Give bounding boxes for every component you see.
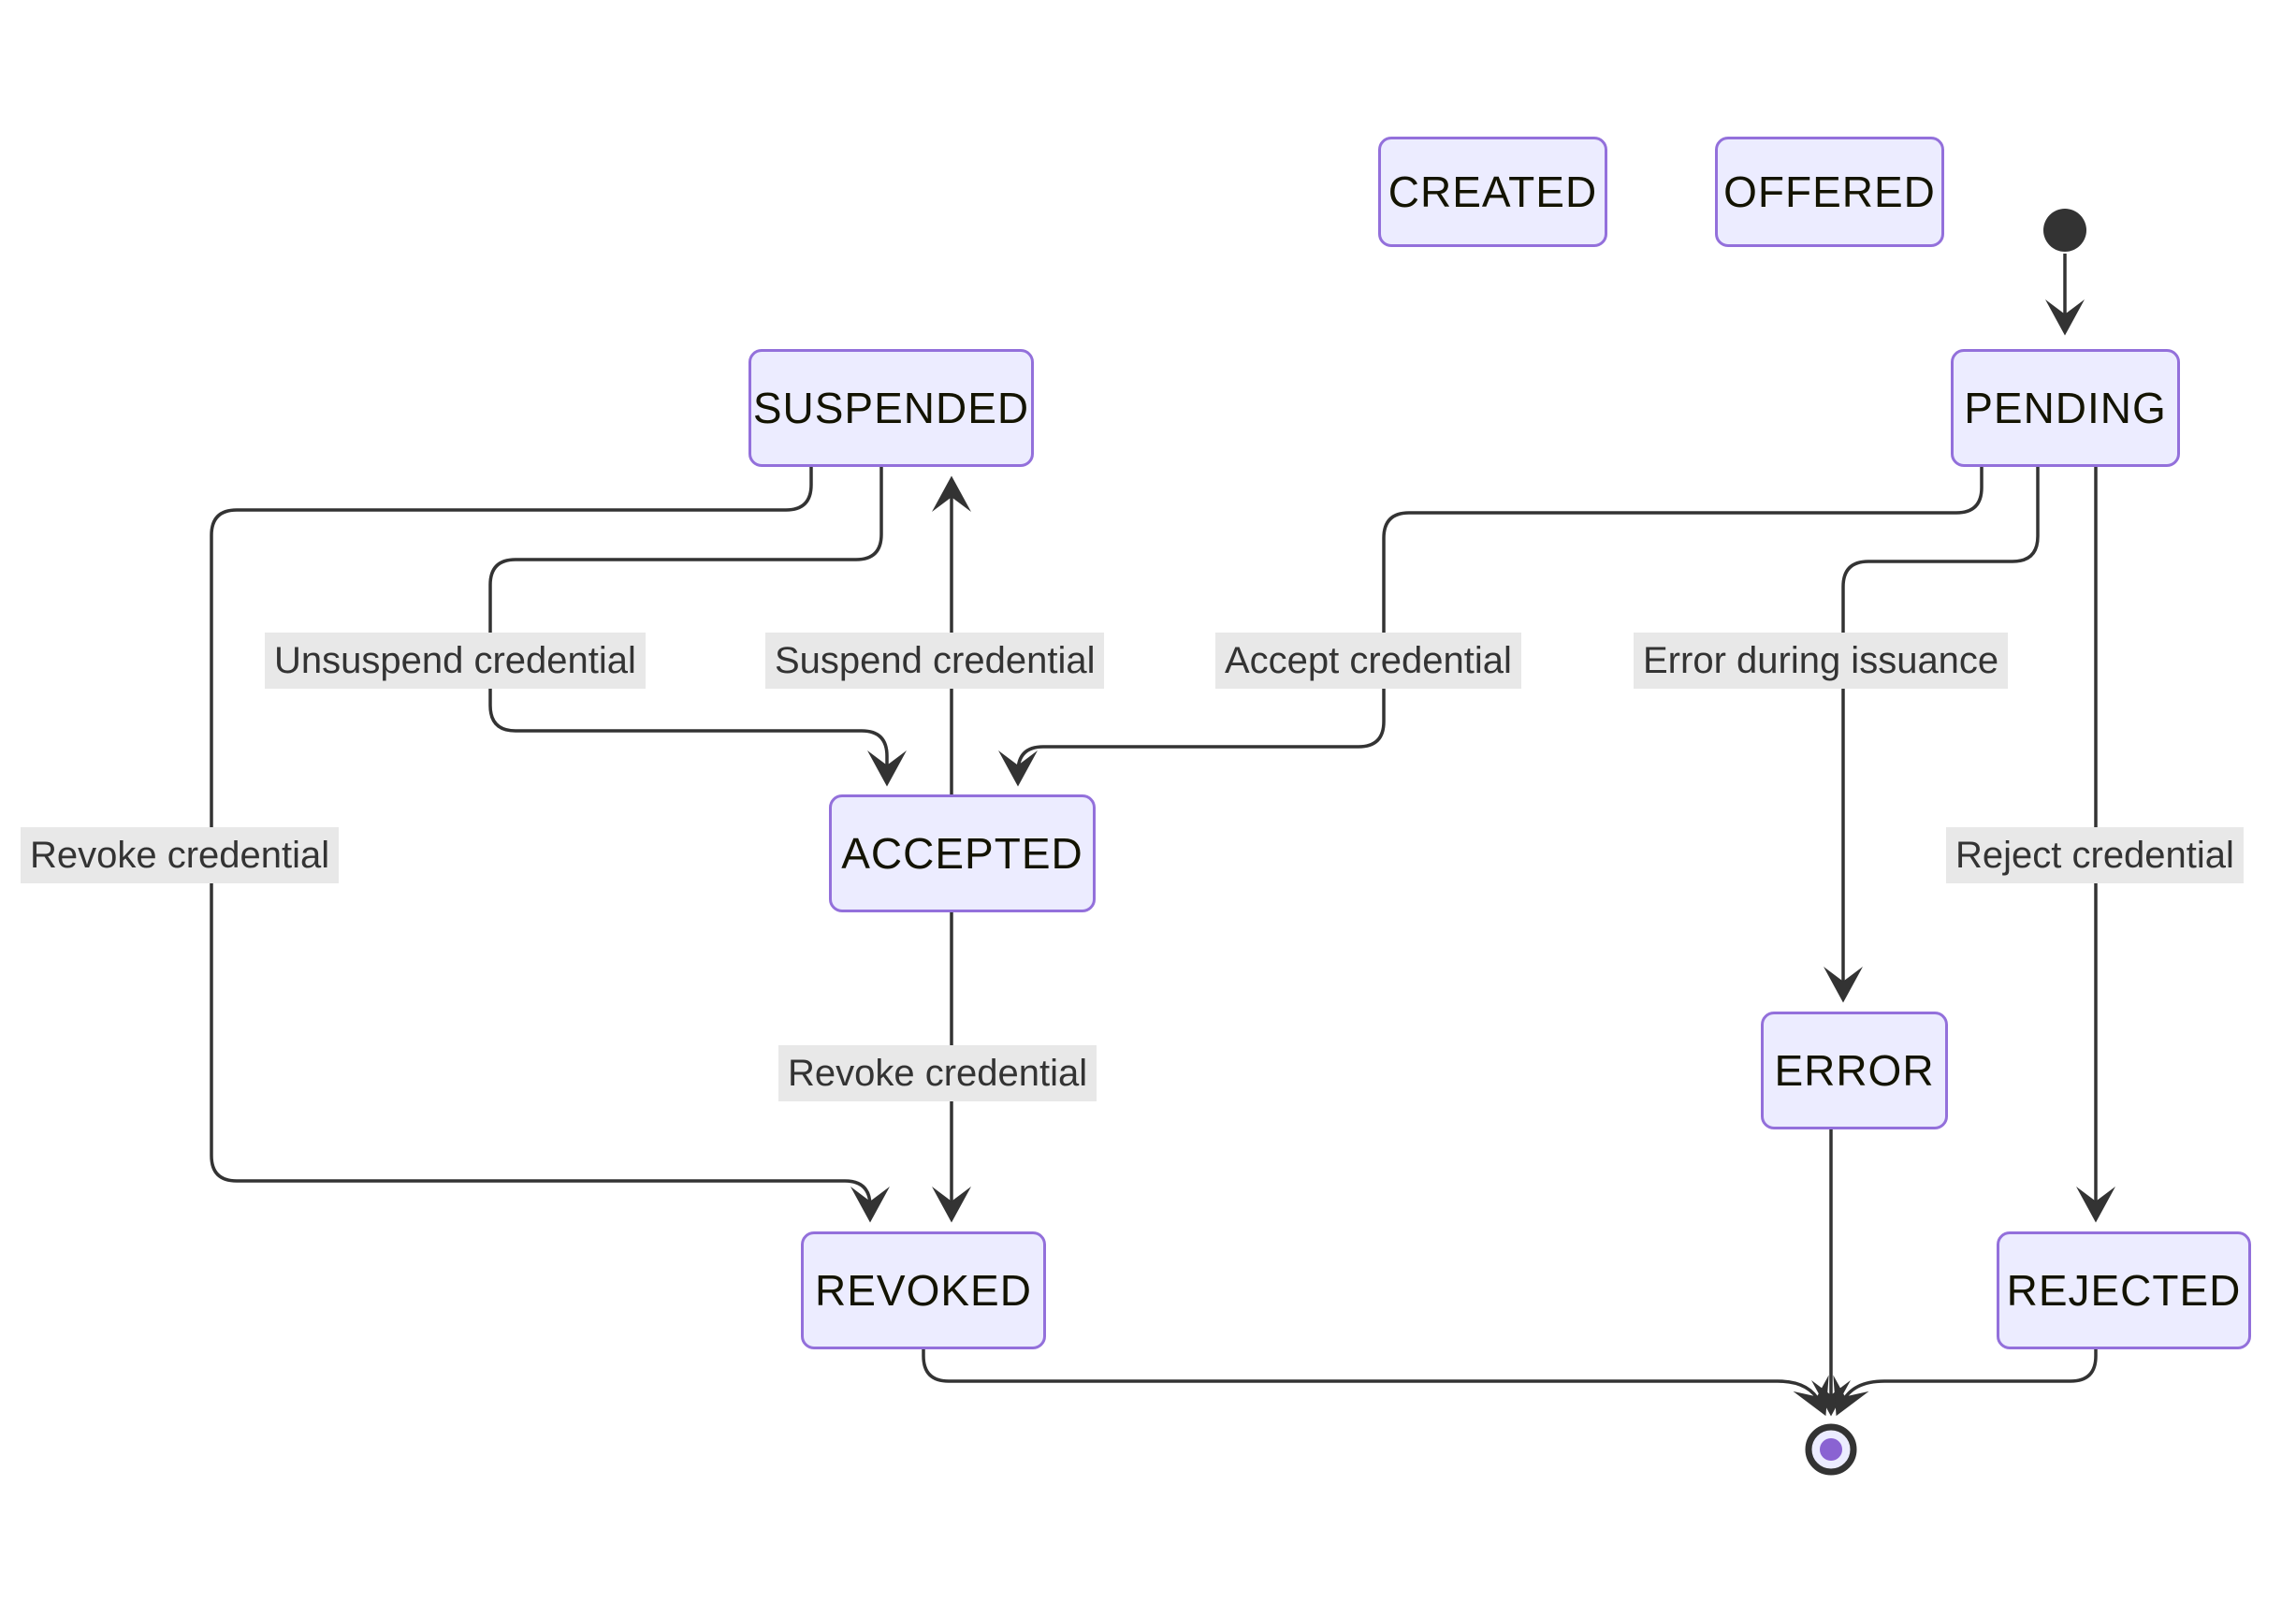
edge-label-error-during-issuance: Error during issuance [1634,633,2009,689]
edge-label-accept-credential: Accept credential [1215,633,1521,689]
state-node-suspended: SUSPENDED [748,349,1034,467]
state-label-accepted: ACCEPTED [841,829,1083,878]
edge-rejected-to-end [1833,1348,2098,1417]
edge-label-revoke-credential-middle: Revoke credential [778,1045,1097,1101]
state-node-accepted: ACCEPTED [829,794,1096,912]
edge-label-reject-credential: Reject credential [1946,827,2244,883]
edge-label-suspend-credential: Suspend credential [765,633,1105,689]
state-node-created: CREATED [1378,137,1607,247]
edge-label-revoke-credential-left: Revoke credential [21,827,340,883]
initial-state-icon [2043,209,2086,252]
edge-revoked-to-end [922,1348,1829,1417]
edge-pending-to-error [1824,467,2040,1003]
state-node-rejected: REJECTED [1997,1231,2251,1349]
edge-suspended-to-accepted [488,467,907,787]
state-node-pending: PENDING [1951,349,2180,467]
state-node-offered: OFFERED [1715,137,1944,247]
edge-pending-to-accepted [998,467,1984,787]
state-label-offered: OFFERED [1723,167,1936,216]
state-label-error: ERROR [1774,1046,1935,1095]
state-node-revoked: REVOKED [801,1231,1046,1349]
state-label-revoked: REVOKED [815,1266,1032,1315]
state-label-created: CREATED [1388,167,1598,216]
state-label-rejected: REJECTED [2006,1266,2242,1315]
state-node-error: ERROR [1761,1012,1948,1129]
edge-label-unsuspend-credential: Unsuspend credential [265,633,646,689]
final-state-icon [1805,1423,1857,1476]
state-label-pending: PENDING [1964,384,2167,432]
state-label-suspended: SUSPENDED [752,384,1030,432]
